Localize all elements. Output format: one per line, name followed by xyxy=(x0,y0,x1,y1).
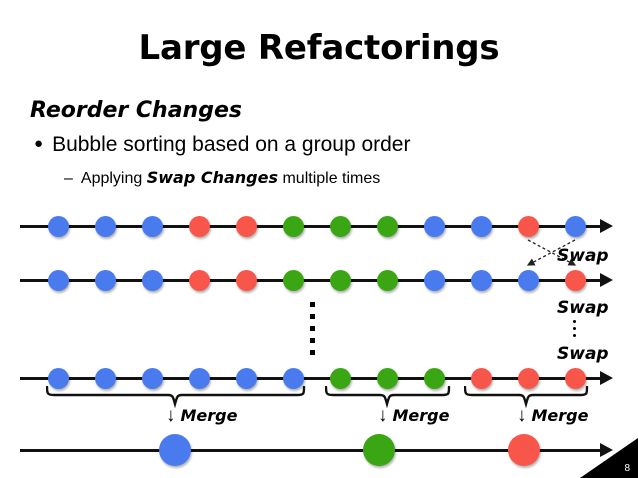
sub-bullet-emphasis: Swap Changes xyxy=(146,168,279,187)
row-after-swap-node-5 xyxy=(235,269,257,291)
swap-label-1: Swap xyxy=(557,246,609,266)
row-sorted-node-11 xyxy=(517,367,539,389)
row-initial-axis-arrowhead xyxy=(600,219,613,233)
row-sorted-node-7 xyxy=(329,367,351,389)
row-after-swap-node-9 xyxy=(423,269,445,291)
row-merged-axis xyxy=(20,449,600,452)
row-initial-node-2 xyxy=(94,215,116,237)
row-after-swap-node-2 xyxy=(94,269,116,291)
page-number: 8 xyxy=(624,463,630,474)
row-sorted-axis xyxy=(20,377,600,380)
merge-green-label: Merge xyxy=(392,406,450,425)
merge-green-brace-icon xyxy=(325,386,451,408)
row-sorted-node-5 xyxy=(235,367,257,389)
row-sorted-node-6 xyxy=(282,367,304,389)
swap-label-2: Swap xyxy=(557,298,609,318)
row-initial-node-1 xyxy=(47,215,69,237)
row-after-swap-axis xyxy=(20,279,600,282)
swap-label-3: Swap xyxy=(557,344,609,364)
merge-red-label: Merge xyxy=(531,406,589,425)
page-corner: 8 xyxy=(580,438,638,478)
row-initial-node-11 xyxy=(517,215,539,237)
row-sorted-axis-arrowhead xyxy=(600,371,613,385)
row-initial-node-7 xyxy=(329,215,351,237)
row-after-swap-node-1 xyxy=(47,269,69,291)
row-initial-node-5 xyxy=(235,215,257,237)
merge-green-arrow-icon: ↓ xyxy=(378,405,388,426)
sub-bullet-suffix: multiple times xyxy=(278,170,381,187)
row-after-swap-node-3 xyxy=(141,269,163,291)
row-after-swap-node-10 xyxy=(470,269,492,291)
row-after-swap-node-4 xyxy=(188,269,210,291)
row-merged-node-2 xyxy=(363,434,395,466)
row-after-swap-node-6 xyxy=(282,269,304,291)
swap-ellipsis-icon xyxy=(573,320,576,337)
swap-arrows-icon xyxy=(526,239,577,266)
row-sorted-node-9 xyxy=(423,367,445,389)
dash-marker-icon: – xyxy=(64,170,73,187)
merge-red-label-group: ↓Merge xyxy=(517,406,588,425)
sub-bullet-prefix: Applying xyxy=(80,170,147,187)
merge-blue-label: Merge xyxy=(180,406,238,425)
merge-blue-arrow-icon: ↓ xyxy=(166,405,176,426)
row-sorted-node-4 xyxy=(188,367,210,389)
bullet-item-2: – Applying Swap Changes multiple times xyxy=(64,168,380,188)
row-initial-node-6 xyxy=(282,215,304,237)
row-after-swap-node-8 xyxy=(376,269,398,291)
row-initial-node-10 xyxy=(470,215,492,237)
vertical-ellipsis-icon xyxy=(310,302,315,355)
bullet-marker-icon: ● xyxy=(34,135,44,152)
merge-blue-brace-icon xyxy=(46,386,306,408)
row-initial-node-3 xyxy=(141,215,163,237)
page-title: Large Refactorings xyxy=(138,28,500,68)
section-heading: Reorder Changes xyxy=(30,98,242,123)
bullet-item-2-label: Applying Swap Changes multiple times xyxy=(81,168,380,188)
row-merged-node-3 xyxy=(508,434,540,466)
row-after-swap-node-11 xyxy=(517,269,539,291)
corner-triangle-icon xyxy=(580,438,638,478)
row-sorted-node-8 xyxy=(376,367,398,389)
merge-green-label-group: ↓Merge xyxy=(378,406,449,425)
row-sorted-node-1 xyxy=(47,367,69,389)
row-after-swap-node-7 xyxy=(329,269,351,291)
merge-blue-label-group: ↓Merge xyxy=(166,406,237,425)
row-initial-node-8 xyxy=(376,215,398,237)
row-initial-node-9 xyxy=(423,215,445,237)
bullet-item-1-label: Bubble sorting based on a group order xyxy=(52,133,411,156)
row-merged-node-1 xyxy=(159,434,191,466)
row-sorted-node-10 xyxy=(470,367,492,389)
row-sorted-node-3 xyxy=(141,367,163,389)
merge-red-brace-icon xyxy=(464,386,589,408)
row-after-swap-node-12 xyxy=(564,269,586,291)
bullet-item-1: ● Bubble sorting based on a group order xyxy=(34,133,410,157)
row-initial-axis xyxy=(20,225,600,228)
row-initial-node-12 xyxy=(564,215,586,237)
merge-red-arrow-icon: ↓ xyxy=(517,405,527,426)
row-initial-node-4 xyxy=(188,215,210,237)
row-sorted-node-2 xyxy=(94,367,116,389)
row-sorted-node-12 xyxy=(564,367,586,389)
row-after-swap-axis-arrowhead xyxy=(600,273,613,287)
